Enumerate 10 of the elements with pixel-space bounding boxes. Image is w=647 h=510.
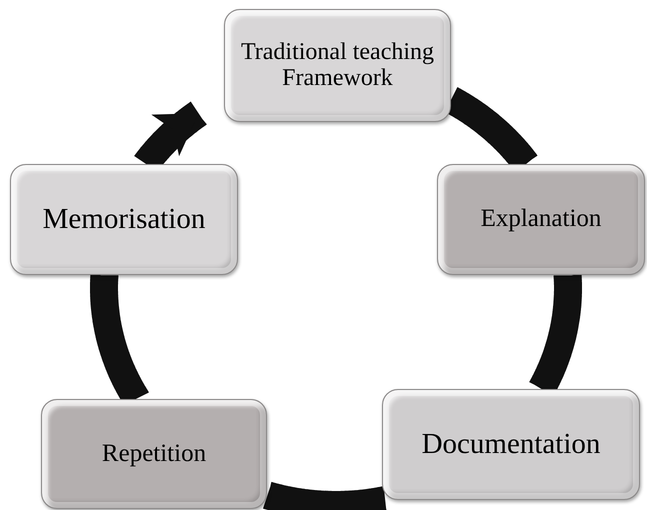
box-label: Explanation [480,206,602,233]
process-box [437,164,645,275]
box-label: Traditional teaching Framework [240,40,436,91]
box-label: Documentation [420,429,602,460]
box-label: Memorisation [42,204,206,235]
process-box [10,164,238,275]
box-label: Repetition [100,440,208,468]
process-box [41,399,267,509]
process-box [224,9,451,122]
process-box [382,389,640,500]
